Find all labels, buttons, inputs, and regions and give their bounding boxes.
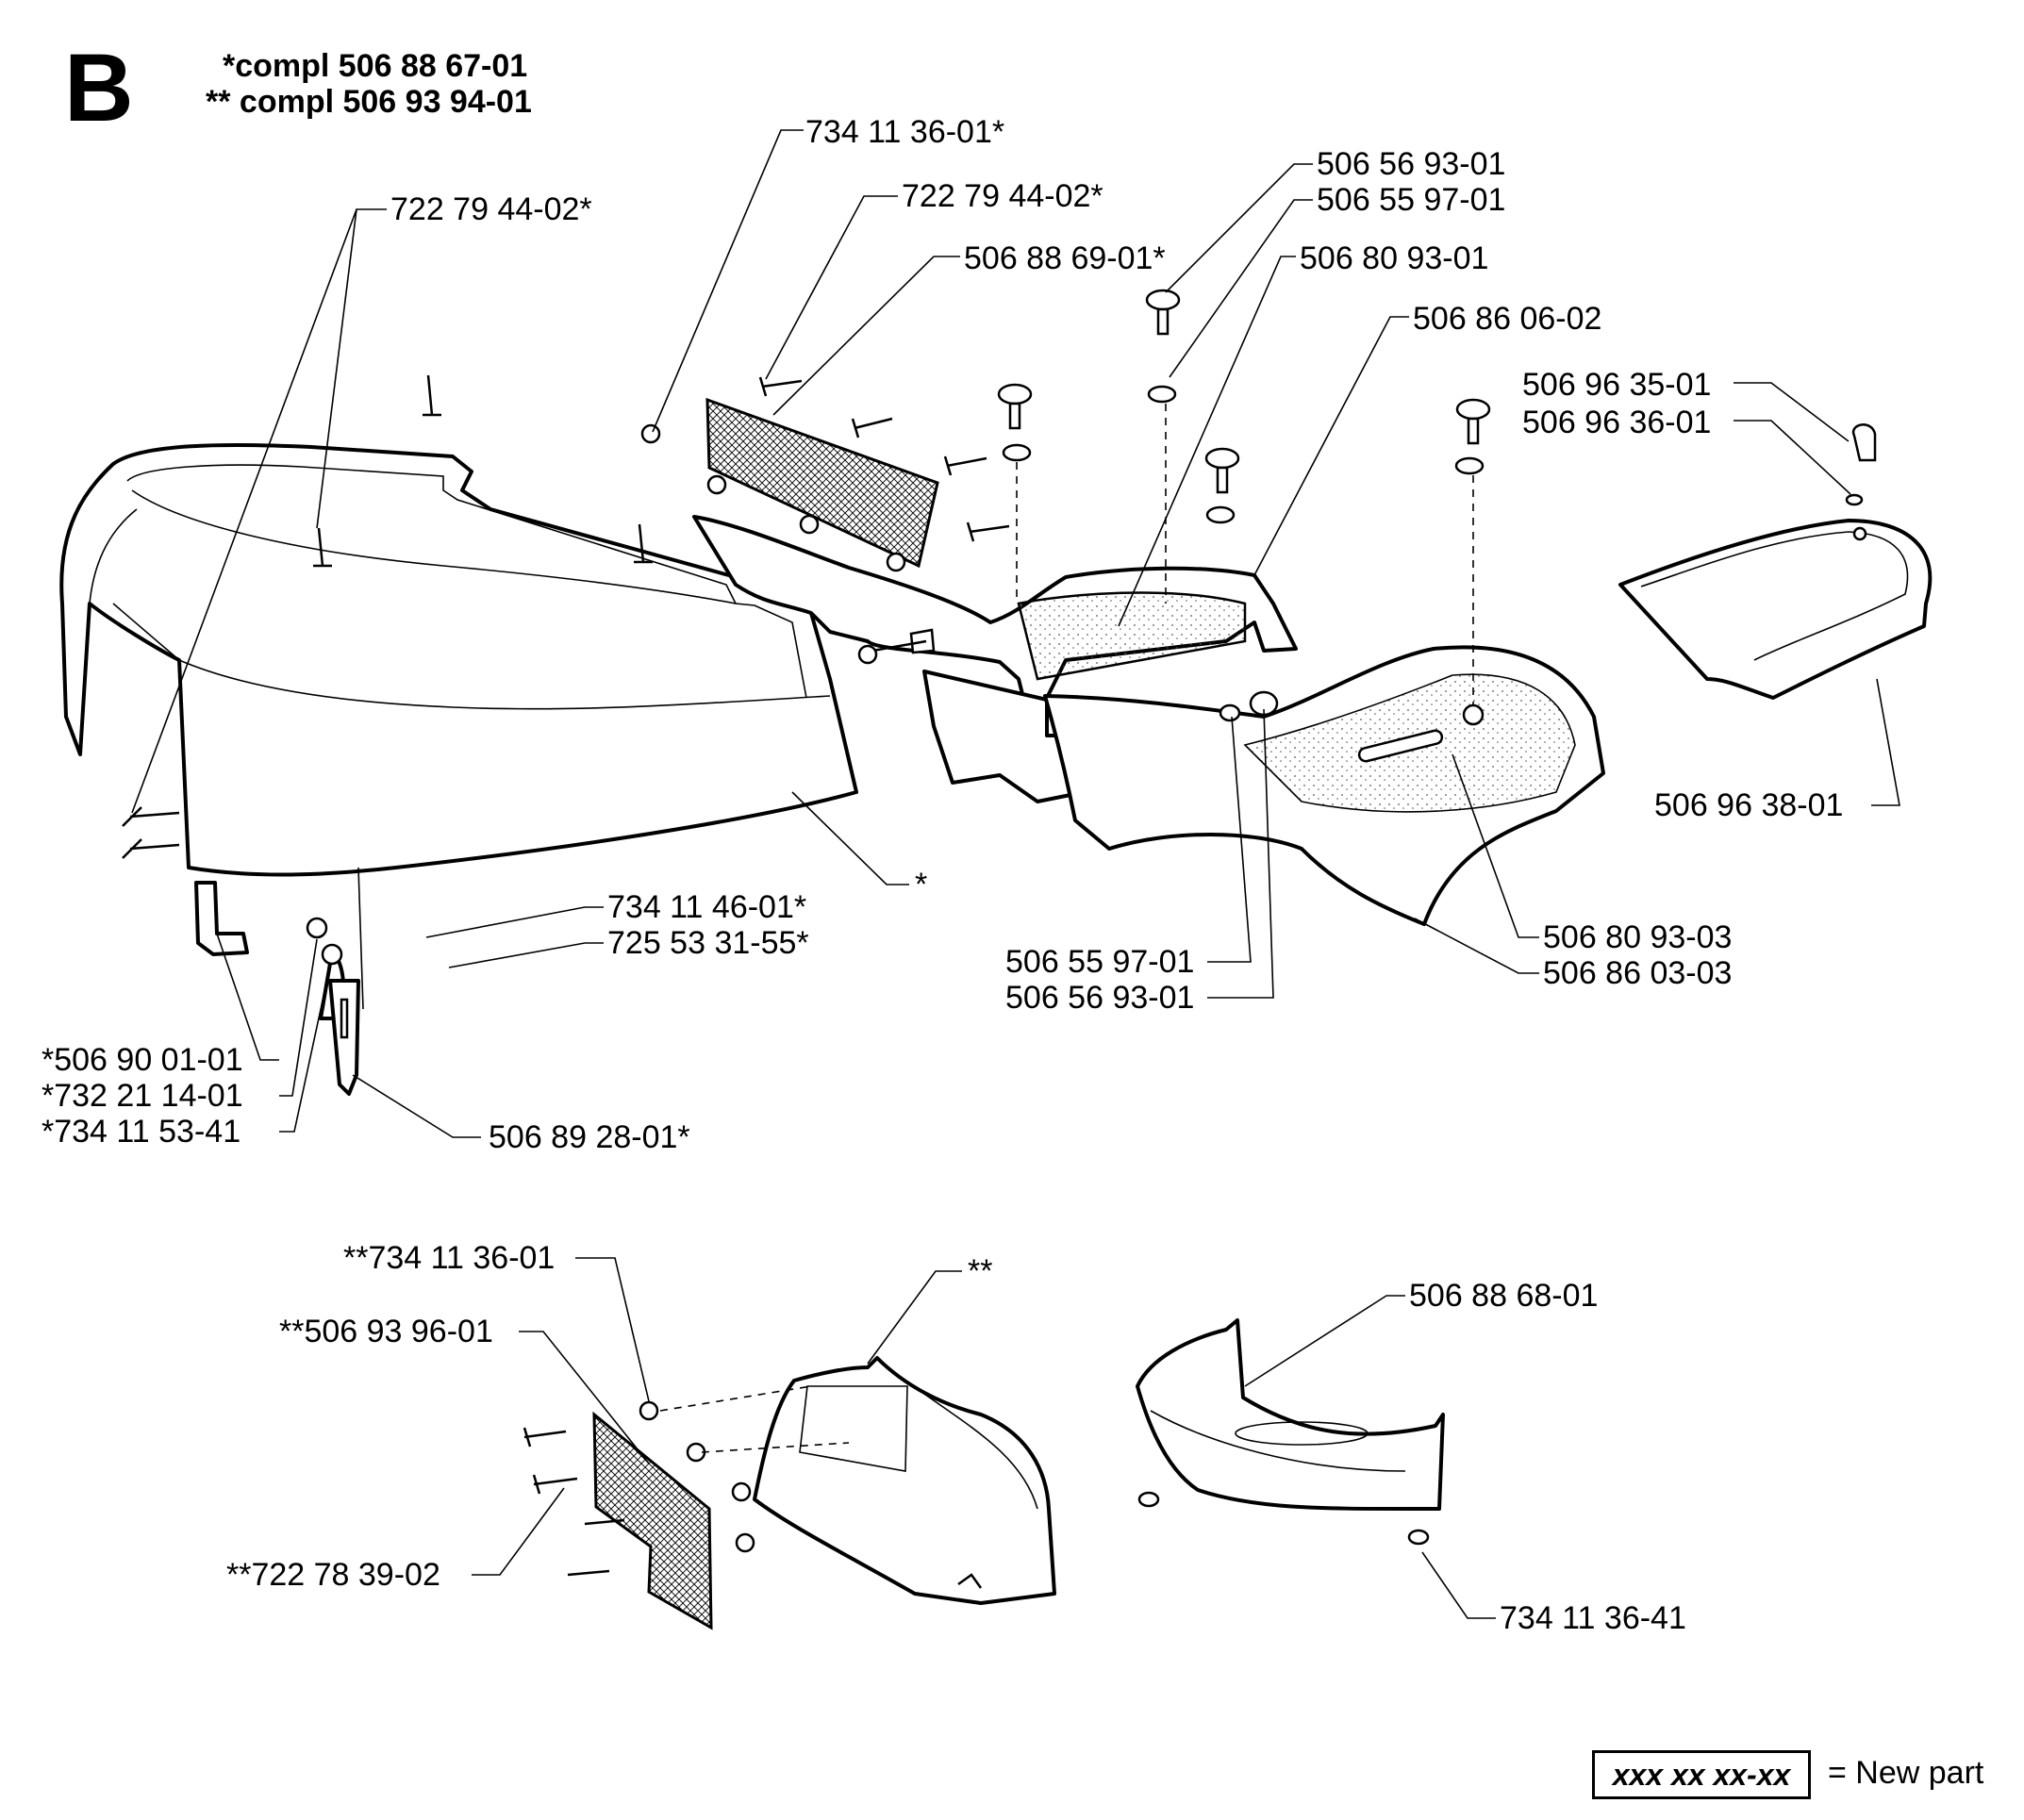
leader-lines xyxy=(131,129,1900,1619)
rear-cover-part xyxy=(1618,519,1933,700)
callout-label: *506 90 01-01 xyxy=(41,1042,243,1078)
callout-label: 506 86 06-02 xyxy=(1413,301,1602,337)
callout-label: **722 78 39-02 xyxy=(226,1557,440,1593)
callout-label: 506 88 69-01* xyxy=(964,240,1166,276)
callout-label: 722 79 44-02* xyxy=(902,178,1103,214)
new-part-legend-text: = New part xyxy=(1828,1755,1984,1791)
hood-bracket-part xyxy=(194,881,360,1096)
new-part-legend-sample: xxx xx xx-xx xyxy=(1592,1750,1811,1799)
callout-label: 506 80 93-01 xyxy=(1300,240,1489,276)
callout-label: 734 11 36-01* xyxy=(805,114,1005,150)
rear-fender-part xyxy=(1043,645,1605,926)
callout-label: **506 93 96-01 xyxy=(279,1314,493,1349)
callout-label: 722 79 44-02* xyxy=(390,191,592,227)
callout-label: 506 56 93-01 xyxy=(1005,980,1195,1016)
rear-frame-part xyxy=(692,515,1298,803)
callout-label: 506 80 93-03 xyxy=(1543,919,1733,955)
assembly-note-single: *compl 506 88 67-01 xyxy=(223,48,528,84)
callout-label: 506 88 68-01 xyxy=(1409,1278,1599,1314)
rivet-icon xyxy=(122,374,653,859)
callout-label: **734 11 36-01 xyxy=(343,1240,556,1276)
callout-label: *734 11 53-41 xyxy=(41,1114,241,1150)
callout-label: 506 89 28-01* xyxy=(489,1119,690,1155)
lower-grille-part xyxy=(523,1385,850,1630)
upper-grille-part xyxy=(640,376,1010,572)
callout-label: 506 55 97-01 xyxy=(1317,182,1506,218)
callout-label: 734 11 46-01* xyxy=(607,889,807,925)
callout-label: ** xyxy=(968,1253,993,1289)
callout-label: 506 96 36-01 xyxy=(1522,405,1712,440)
callout-label: 506 55 97-01 xyxy=(1005,944,1195,980)
callout-label: 506 86 03-03 xyxy=(1543,955,1733,991)
alignment-lines xyxy=(1016,404,1474,705)
lower-shroud-part xyxy=(753,1356,1056,1605)
callout-label: *732 21 14-01 xyxy=(41,1078,243,1114)
collector-bowl-part xyxy=(1136,1318,1445,1546)
callout-label: 725 53 31-55* xyxy=(607,925,809,961)
hood-body-part xyxy=(59,374,858,1010)
callout-label: 506 56 93-01 xyxy=(1317,146,1506,182)
callout-label: 506 96 38-01 xyxy=(1654,787,1844,823)
callout-label: * xyxy=(915,867,928,902)
knob-icon xyxy=(857,289,1877,722)
assembly-note-double: ** compl 506 93 94-01 xyxy=(206,84,532,120)
section-letter: B xyxy=(64,34,134,141)
callout-label: 506 96 35-01 xyxy=(1522,367,1712,403)
callout-label: 734 11 36-41 xyxy=(1500,1600,1686,1636)
